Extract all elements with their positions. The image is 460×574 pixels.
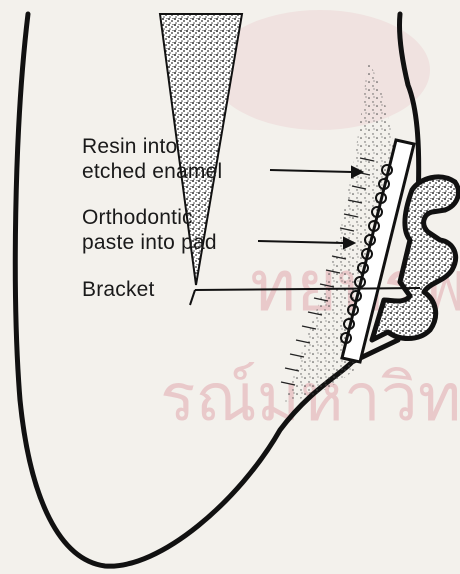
resin-leader <box>270 170 352 172</box>
paste-leader <box>258 241 344 243</box>
label-paste-line1: Orthodontic <box>82 205 193 230</box>
watermark-emblem <box>210 10 430 130</box>
label-resin-line1: Resin into <box>82 134 177 159</box>
label-resin-line2: etched enamel <box>82 159 222 184</box>
label-bracket: Bracket <box>82 277 155 302</box>
label-paste-line2: paste into pad <box>82 230 217 255</box>
